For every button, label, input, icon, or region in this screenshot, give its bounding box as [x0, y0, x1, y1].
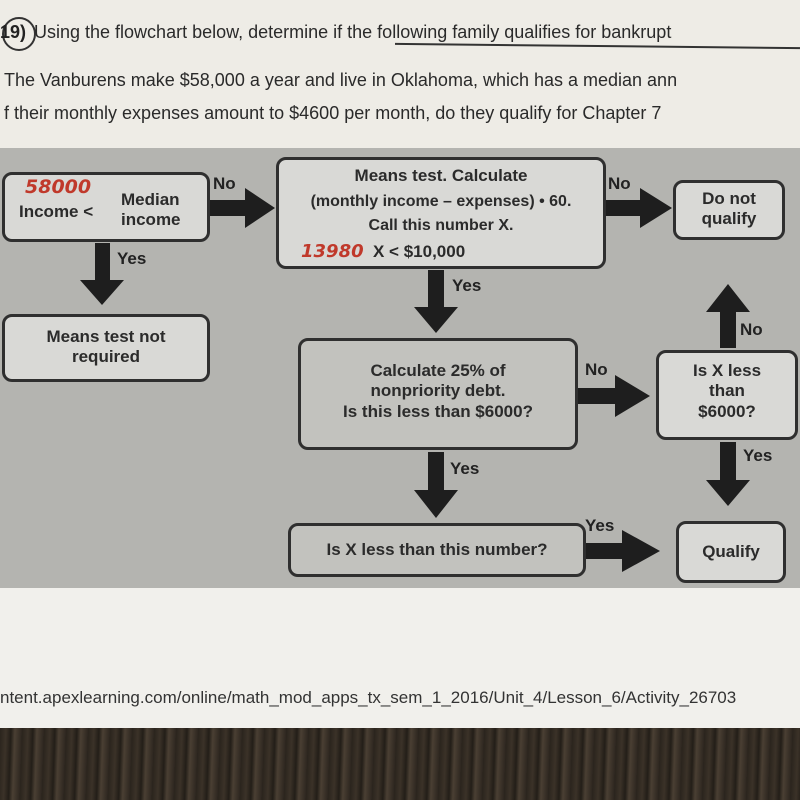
handwritten-income-58000: 58000	[25, 176, 92, 198]
box-do-not-qualify: Do not qualify	[673, 180, 785, 240]
label-no-means: No	[608, 174, 631, 193]
notqualify-line-1: Do not	[702, 189, 756, 208]
means-line-3: Call this number X.	[368, 217, 514, 234]
label-no-debt: No	[585, 360, 608, 379]
income-label: Income <	[19, 202, 94, 221]
xless-line-2: than	[709, 381, 745, 401]
arrow-debt-to-xlessnumber	[414, 452, 458, 518]
box-calculate-25-percent: Calculate 25% of nonpriority debt. Is th…	[298, 338, 578, 450]
question-line-3: f their monthly expenses amount to $4600…	[4, 103, 662, 123]
arrow-means-to-debt	[414, 270, 458, 333]
debt-line-2: nonpriority debt.	[370, 381, 506, 401]
label-yes-means: Yes	[452, 276, 482, 295]
xless-line-3: $6000?	[698, 401, 756, 421]
xless-line-1: Is X less	[692, 361, 762, 380]
label-yes-income: Yes	[117, 249, 147, 268]
worksheet-top	[0, 0, 800, 150]
arrow-xlessnumber-to-qualify	[585, 530, 660, 572]
question-line-1: Using the flowchart below, determine if …	[34, 22, 672, 42]
arrow-income-to-notrequired	[80, 243, 124, 305]
handwritten-circle	[2, 17, 36, 51]
notrequired-line-1: Means test not	[46, 327, 166, 346]
box-means-test-not-required: Means test not required	[2, 314, 210, 382]
arrow-xless-to-qualify	[706, 442, 750, 506]
arrow-means-to-notqualify	[605, 188, 672, 228]
income-word-label: income	[121, 210, 181, 229]
question-number: 19)	[0, 22, 27, 42]
label-no-xless: No	[740, 320, 763, 339]
label-no-income: No	[213, 174, 236, 193]
debt-line-3: Is this less than $6000?	[343, 401, 533, 421]
qualify-line-1: Qualify	[702, 542, 760, 561]
box-x-less-than-6000: Is X less than $6000?	[656, 350, 798, 440]
arrow-debt-to-xless	[578, 375, 650, 417]
debt-line-1: Calculate 25% of	[370, 361, 506, 380]
means-line-1: Means test. Calculate	[354, 166, 528, 185]
means-line-4: X < $10,000	[373, 242, 466, 261]
label-yes-xlessnumber: Yes	[585, 516, 615, 535]
handwritten-x-13980: 13980	[301, 241, 364, 262]
source-url: ntent.apexlearning.com/online/math_mod_a…	[0, 688, 737, 707]
arrow-income-to-means	[210, 188, 275, 228]
xlessnumber-line-1: Is X less than this number?	[326, 540, 548, 559]
notrequired-line-2: required	[71, 347, 141, 367]
box-income-less-median: 58000 Income < Median income	[2, 172, 210, 242]
notqualify-line-2: qualify	[701, 209, 757, 229]
wooden-table-surface	[0, 728, 800, 800]
median-label: Median	[121, 190, 180, 209]
label-yes-debt: Yes	[450, 459, 480, 478]
means-line-2: (monthly income – expenses) • 60.	[310, 193, 572, 210]
question-line-2: The Vanburens make $58,000 a year and li…	[4, 70, 678, 90]
box-qualify: Qualify	[676, 521, 786, 583]
box-x-less-than-this-number: Is X less than this number?	[288, 523, 586, 577]
box-means-test: Means test. Calculate (monthly income – …	[276, 157, 606, 269]
label-yes-xless: Yes	[743, 446, 773, 465]
arrow-xless-to-notqualify	[706, 284, 750, 348]
worksheet-bottom	[0, 588, 800, 728]
